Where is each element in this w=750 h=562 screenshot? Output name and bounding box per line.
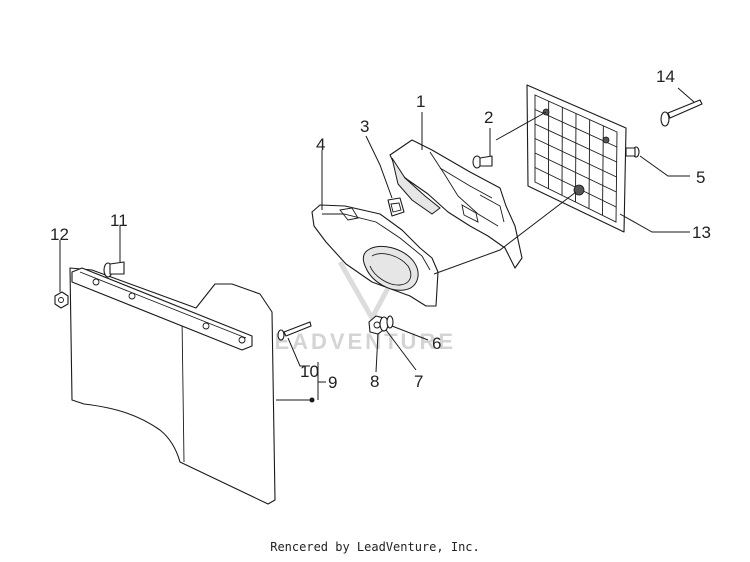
callout-6: 6 xyxy=(432,334,441,353)
part-14-bolt[interactable] xyxy=(660,99,703,127)
callout-4: 4 xyxy=(316,135,325,154)
callout-5: 5 xyxy=(696,168,705,187)
part-4-housing-plate[interactable] xyxy=(311,204,439,307)
part-2-screw[interactable] xyxy=(472,155,493,169)
part-5-screw[interactable] xyxy=(625,146,640,158)
callout-1: 1 xyxy=(416,92,425,111)
callout-8: 8 xyxy=(370,372,379,391)
callout-2: 2 xyxy=(484,108,493,127)
mounting-strip[interactable] xyxy=(71,267,253,351)
part-6-washer[interactable] xyxy=(386,315,394,329)
part-12-nut[interactable] xyxy=(54,291,69,309)
callout-13: 13 xyxy=(692,223,711,242)
part-10-rivet[interactable] xyxy=(277,321,312,341)
callout-12: 12 xyxy=(50,225,69,244)
callout-3: 3 xyxy=(360,117,369,136)
callout-7: 7 xyxy=(414,372,423,391)
leader-lines xyxy=(59,87,695,401)
callout-9: 9 xyxy=(328,373,337,392)
part-11-bolt[interactable] xyxy=(103,261,125,278)
callout-10: 10 xyxy=(300,362,319,381)
callout-labels: 1 2 3 4 5 6 7 8 9 10 11 12 13 14 xyxy=(50,67,711,392)
part-3-clip-nut[interactable] xyxy=(387,197,405,217)
footer-credit: Rencered by LeadVenture, Inc. xyxy=(270,540,480,554)
part-9-mud-flap[interactable] xyxy=(69,267,276,505)
part-1-upper-cover[interactable] xyxy=(389,139,523,269)
callout-11: 11 xyxy=(110,211,128,230)
part-9-dot xyxy=(309,397,315,403)
part-13-plate-bracket[interactable] xyxy=(526,84,627,233)
callout-14: 14 xyxy=(656,67,675,86)
